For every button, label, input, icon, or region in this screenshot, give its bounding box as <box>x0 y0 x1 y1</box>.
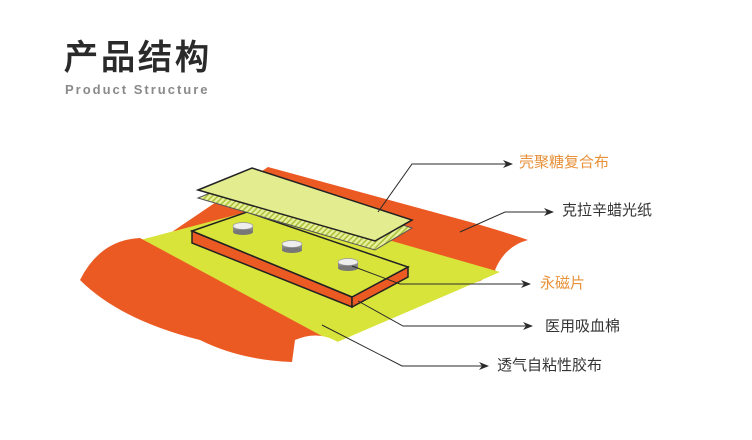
magnet-3 <box>337 258 359 271</box>
chitosan-film <box>195 167 414 242</box>
leader-tape <box>321 324 489 370</box>
leader-kraft <box>459 208 554 233</box>
magnet-1 <box>232 222 254 235</box>
magnet-2 <box>281 240 303 253</box>
page-subtitle: Product Structure <box>65 82 210 97</box>
leader-cotton <box>357 300 533 330</box>
tape-edge-strip <box>295 335 345 352</box>
label-adhesive-tape: 透气自粘性胶布 <box>497 356 603 374</box>
label-kraft-wax-paper: 克拉辛蜡光纸 <box>562 201 653 219</box>
page-title: 产品结构 <box>64 38 212 78</box>
label-medical-cotton: 医用吸血棉 <box>545 317 621 335</box>
front-tape-curl <box>80 238 335 362</box>
leader-magnet <box>351 265 531 288</box>
label-permanent-magnet: 永磁片 <box>540 274 586 292</box>
label-chitosan-cloth: 壳聚糖复合布 <box>519 153 610 171</box>
leader-chitosan <box>377 160 513 213</box>
